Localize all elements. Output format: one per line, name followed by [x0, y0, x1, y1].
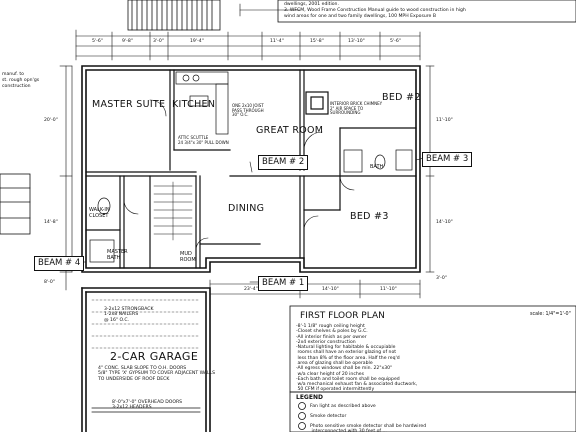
legend-item-2: Smoke detector — [310, 414, 347, 419]
garage-joists — [91, 299, 201, 349]
left-dimension-lines — [59, 65, 73, 291]
dim-right-2: 14'-10" — [436, 220, 453, 225]
dim-top-4: 19'-4" — [190, 39, 204, 44]
dim-top-2: 9'-8" — [122, 39, 133, 44]
garage-header-note: 3-2x12 STRONGBACK 1-2x8 NAILERS @ 16" O.… — [104, 307, 154, 323]
left-note-line-2: st. rough opn'gs — [2, 78, 40, 83]
dim-top-7: 13'-10" — [348, 39, 365, 44]
room-label-walk-in-closet: WALK-IN CLOSET — [89, 207, 110, 219]
dim-top-1: 5'-6" — [92, 39, 103, 44]
garage-slab-note: 4" CONC. SLAB SLOPE TO O.H. DOORS 5/8" T… — [98, 366, 216, 382]
dim-top-5: 11'-4" — [270, 39, 284, 44]
legend-box — [289, 391, 576, 432]
dim-top-8: 5'-6" — [390, 39, 401, 44]
dim-bottom-3: 11'-10" — [380, 287, 397, 292]
room-label-master-suite: MASTER SUITE — [92, 99, 166, 110]
dim-top-3: 3'-0" — [153, 39, 164, 44]
deck-stairs — [127, 0, 221, 31]
dim-right-1: 11'-10" — [436, 118, 453, 123]
dim-bottom-2: 14'-10" — [322, 287, 339, 292]
room-label-bed-2: BED #2 — [382, 92, 421, 103]
dim-bottom-1: 23'-4" — [244, 287, 258, 292]
top-note-line-3: wind areas for one and two family dwelli… — [284, 14, 436, 19]
kitchen-counters — [175, 71, 229, 135]
legend-item-1: Fan light as described above — [310, 404, 376, 409]
top-dimension-lines — [75, 3, 421, 61]
garage-doors-note: 8'-0"x7'-0" OVERHEAD DOORS 3-2x12 HEADER… — [112, 400, 183, 411]
note-joist-pass: ONE 2x10 JOIST PASS THROUGH 30" O.C. — [232, 103, 264, 118]
interior-walls — [85, 69, 417, 269]
room-label-bath: BATH — [370, 164, 384, 170]
top-note-line-1: dwellings, 2001 edition. — [284, 2, 339, 7]
floor-plan-scale: scale: 1/4"=1'-0" — [530, 312, 571, 317]
top-note-line-2: 3. WFCM, Wood Frame Construction Manual … — [284, 8, 466, 13]
door-swings — [123, 99, 355, 251]
interior-stairs — [153, 181, 193, 241]
room-label-bed-3: BED #3 — [350, 211, 389, 222]
beam-3-label: BEAM # 3 — [422, 152, 473, 167]
room-label-master-bath: MASTER BATH — [107, 249, 128, 261]
legend-item-3: Photo sensitive smoke detector shall be … — [310, 424, 427, 432]
note-attic-scuttle: ATTIC SCUTTLE 24 3/4"x 30" PULL DOWN — [178, 135, 229, 145]
top-notes-box — [277, 0, 576, 23]
room-label-mud-room: MUD ROOM — [180, 251, 196, 263]
dim-top-6: 15'-8" — [310, 39, 324, 44]
garage-door-header — [91, 407, 201, 413]
bath-fixtures — [89, 149, 413, 263]
dim-left-3: 8'-0" — [44, 280, 55, 285]
floor-plan-notes: -8'-1 1/8" rough ceiling height -Closet … — [296, 324, 418, 393]
room-label-garage: 2-CAR GARAGE — [110, 350, 199, 363]
right-dimension-lines — [425, 65, 435, 273]
room-label-dining: DINING — [228, 203, 265, 214]
floor-plan-title: FIRST FLOOR PLAN — [300, 311, 385, 321]
note-chimney: INTERIOR BRICK CHIMNEY 2" AIR SPACE TO S… — [330, 101, 383, 116]
left-table-lines — [0, 173, 31, 235]
beam-2-label: BEAM # 2 — [258, 155, 309, 170]
room-label-kitchen: KITCHEN — [172, 99, 216, 110]
dim-left-2: 14'-8" — [44, 220, 58, 225]
dim-left-1: 20'-0" — [44, 118, 58, 123]
legend-title: LEGEND — [296, 394, 323, 401]
dim-right-3: 3'-0" — [436, 276, 447, 281]
left-note-line-3: construction — [2, 84, 31, 89]
chimney — [305, 91, 329, 115]
beam-1-label: BEAM # 1 — [258, 276, 309, 291]
beam-4-label: BEAM # 4 — [34, 256, 85, 271]
room-label-great-room: GREAT ROOM — [256, 125, 324, 136]
left-note-line-1: manuf. to — [2, 72, 24, 77]
